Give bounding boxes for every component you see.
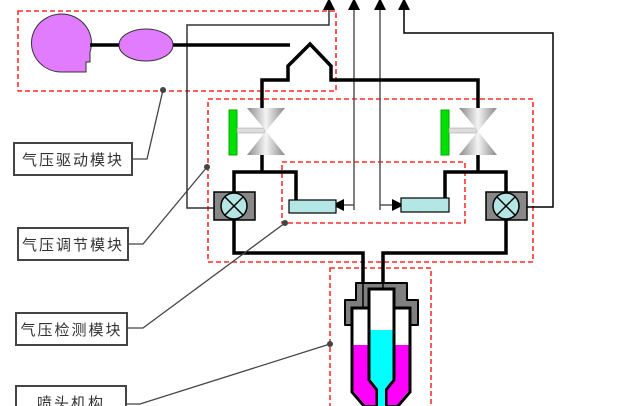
label-nozzle-module: 喷头机构	[15, 385, 127, 406]
label-detect-module: 气压检测模块	[15, 312, 128, 346]
left-needle-valve-icon	[228, 108, 285, 156]
leader-dots	[160, 87, 333, 347]
right-needle-valve-icon	[440, 108, 497, 156]
right-solenoid-valve-icon	[485, 191, 528, 221]
air-tank-icon	[118, 28, 174, 62]
left-solenoid-valve-icon	[213, 191, 256, 221]
signal-lines	[186, 0, 554, 211]
drive-module-box	[17, 10, 337, 92]
detect-module-box	[281, 161, 466, 224]
nozzle-icon	[344, 282, 419, 406]
air-pipes	[90, 41, 508, 290]
right-pressure-sensor	[400, 197, 450, 213]
pump-icon	[31, 13, 92, 73]
nozzle-module-box	[329, 267, 432, 406]
label-regulate-module: 气压调节模块	[17, 227, 129, 261]
leader-lines	[127, 89, 331, 405]
label-drive-module: 气压驱动模块	[13, 142, 133, 176]
regulate-module-box	[207, 98, 534, 263]
left-pressure-sensor	[288, 199, 337, 214]
